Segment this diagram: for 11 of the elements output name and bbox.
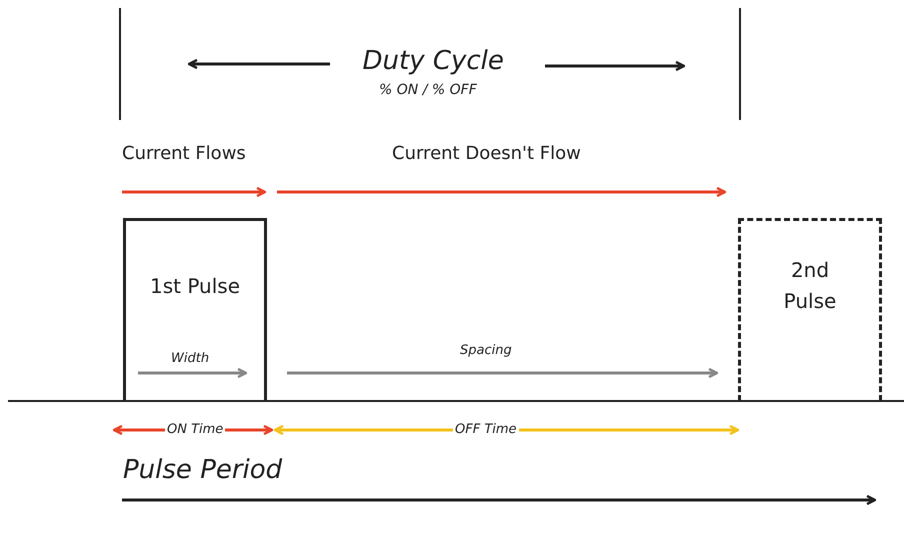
subtitle-text: % ON / % OFF xyxy=(379,82,477,98)
pulse-label: 2nd Pulse xyxy=(782,257,838,315)
phase-label: Current Doesn't Flow xyxy=(392,143,581,164)
pulse-box xyxy=(738,218,882,401)
measure-label: Spacing xyxy=(460,343,512,358)
axis-title: Pulse Period xyxy=(123,455,282,485)
title-text: Duty Cycle xyxy=(362,46,504,76)
pulse-label: 1st Pulse xyxy=(150,272,240,300)
phase-label: Current Flows xyxy=(122,143,246,164)
measure-label: Width xyxy=(171,351,210,366)
pulse-box xyxy=(123,218,267,401)
